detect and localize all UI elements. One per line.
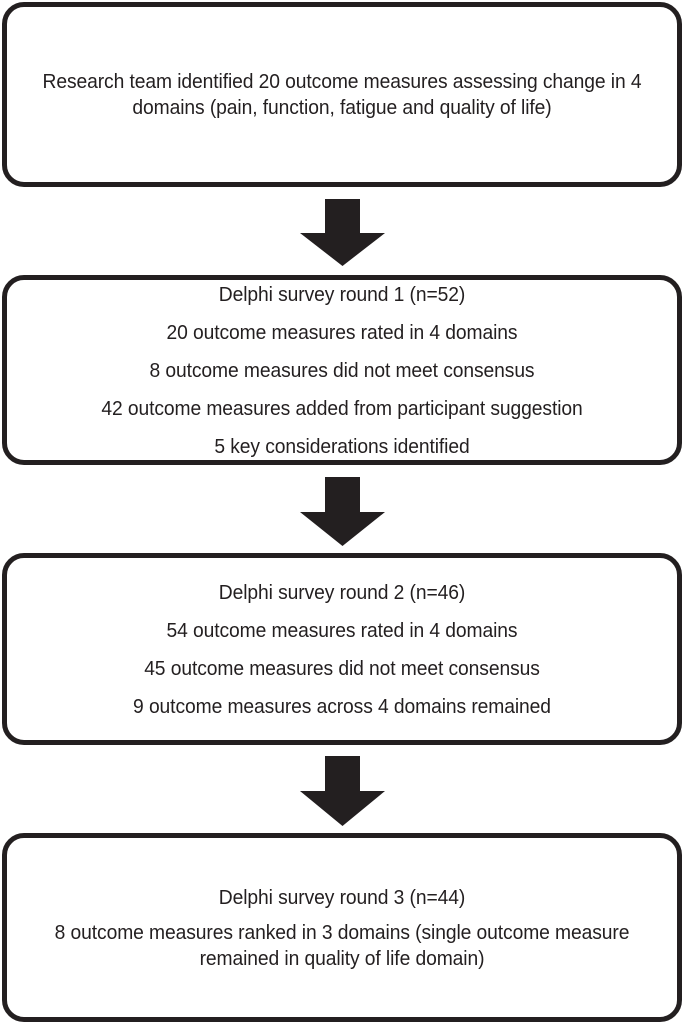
node-line: 20 outcome measures rated in 4 domains [166,320,518,344]
node-text-group: Delphi survey round 2 (n=46) 54 outcome … [7,579,677,720]
node-line: Research team identified 20 outcome meas… [42,69,647,119]
down-block-arrow-icon [300,477,385,546]
node-line: 8 outcome measures did not meet consensu… [149,358,535,382]
node-text-group: Delphi survey round 1 (n=52) 20 outcome … [7,281,677,460]
down-block-arrow-icon [300,756,385,826]
flowchart-node-delphi-round-1: Delphi survey round 1 (n=52) 20 outcome … [2,275,682,465]
node-line: 45 outcome measures did not meet consens… [144,656,540,680]
node-text-group: Research team identified 20 outcome meas… [7,69,677,121]
node-line: 54 outcome measures rated in 4 domains [166,618,518,642]
node-line: 9 outcome measures across 4 domains rema… [133,694,551,718]
node-line: Delphi survey round 3 (n=44) [218,885,466,909]
node-text-group: Delphi survey round 3 (n=44) 8 outcome m… [7,884,677,972]
flowchart-node-delphi-round-3: Delphi survey round 3 (n=44) 8 outcome m… [2,833,682,1022]
node-line: Delphi survey round 1 (n=52) [218,282,466,306]
node-line: 8 outcome measures ranked in 3 domains (… [54,920,635,970]
node-line: 5 key considerations identified [214,434,470,458]
node-line: Delphi survey round 2 (n=46) [218,580,466,604]
flowchart-node-delphi-round-2: Delphi survey round 2 (n=46) 54 outcome … [2,553,682,745]
node-line: 42 outcome measures added from participa… [101,396,583,420]
flowchart-node-research-team: Research team identified 20 outcome meas… [2,2,682,187]
down-block-arrow-icon [300,199,385,266]
